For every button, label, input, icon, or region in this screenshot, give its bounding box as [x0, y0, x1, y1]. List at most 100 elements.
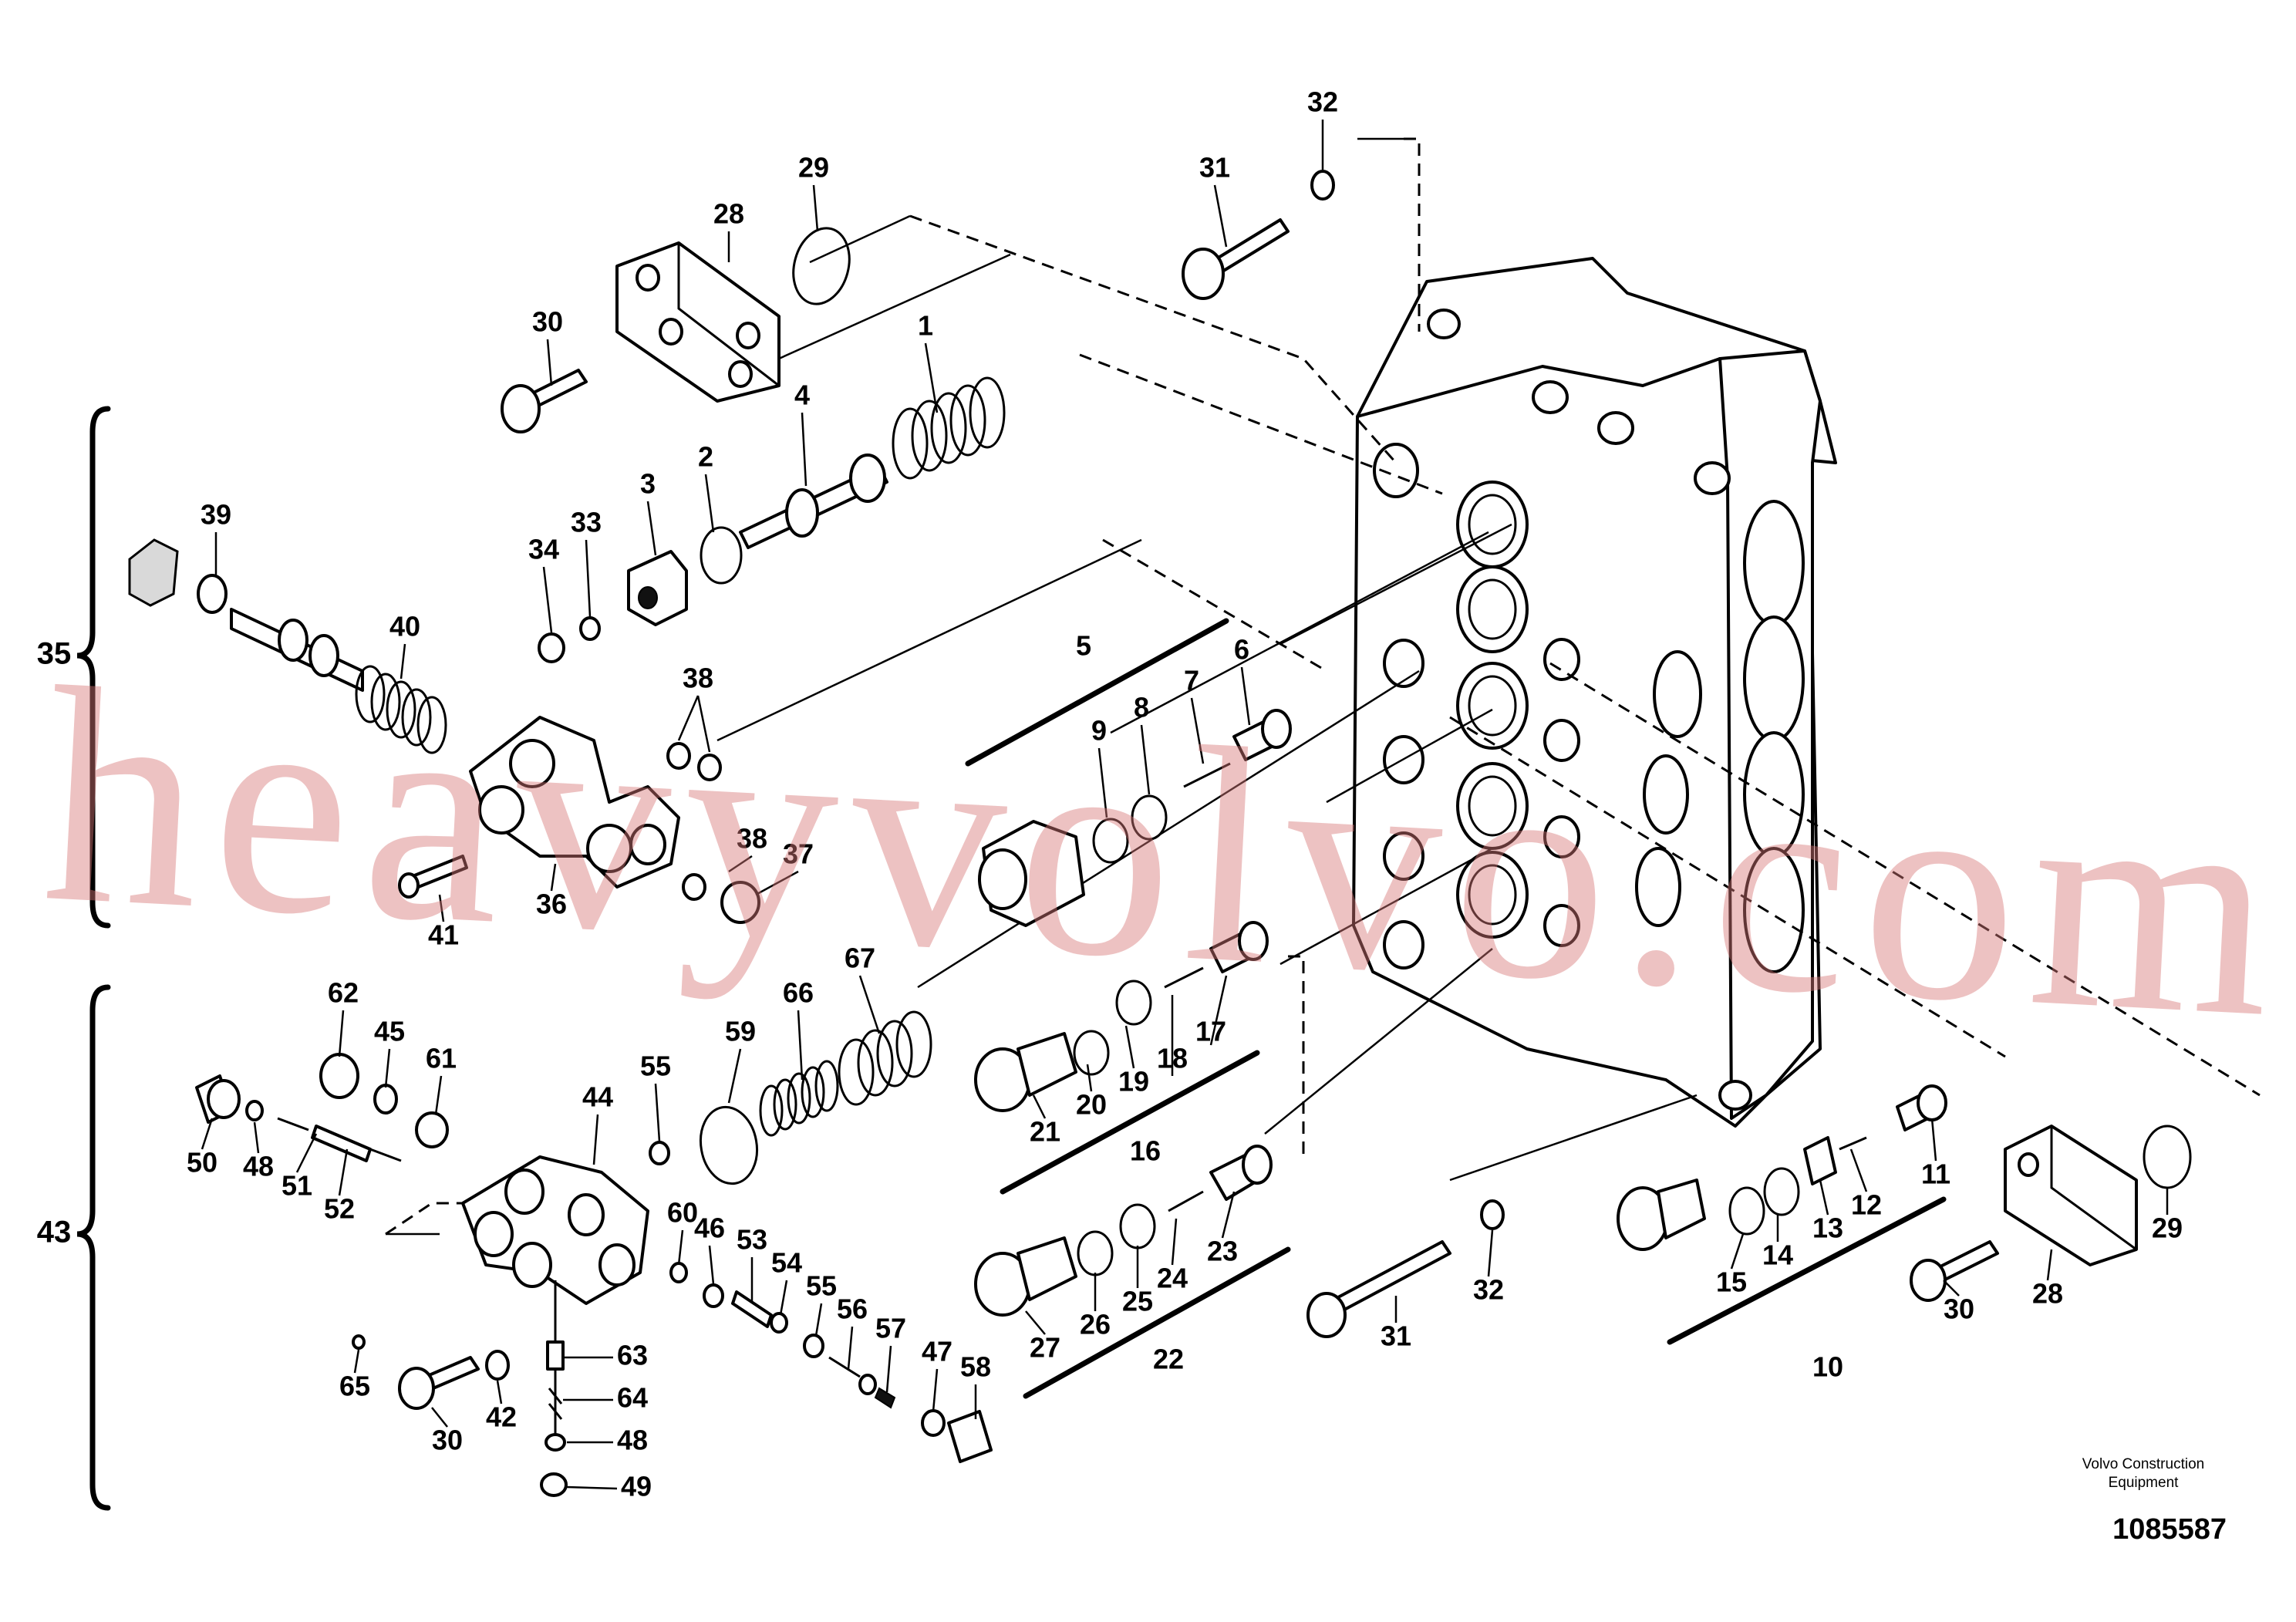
assembly-43 — [195, 1010, 993, 1497]
brace-35 — [76, 406, 111, 929]
upper-center-parts — [501, 227, 1006, 663]
callout-16: 16 — [1130, 1135, 1161, 1167]
bracket-16 — [1000, 1050, 1260, 1195]
callout-31-top: 31 — [1199, 152, 1230, 184]
callout-60: 60 — [667, 1197, 698, 1229]
bracket-5 — [965, 618, 1229, 767]
drawing-number: 1085587 — [2112, 1513, 2227, 1546]
assembly-lines — [385, 137, 2261, 1236]
callout-65: 65 — [339, 1371, 370, 1402]
callout-30-lower: 30 — [432, 1425, 463, 1456]
callout-49: 49 — [621, 1471, 652, 1502]
assembly-braces — [76, 406, 1947, 1511]
brand-caption: Volvo Construction Equipment — [2051, 1455, 2236, 1492]
callout-6: 6 — [1234, 634, 1249, 666]
callout-57: 57 — [875, 1313, 906, 1344]
callout-63: 63 — [617, 1340, 648, 1371]
callout-58: 58 — [960, 1351, 991, 1383]
callout-50: 50 — [187, 1147, 217, 1179]
callout-62: 62 — [328, 977, 359, 1009]
assembly-35 — [128, 538, 760, 924]
callout-24: 24 — [1157, 1263, 1188, 1294]
callout-32-lower: 32 — [1473, 1274, 1504, 1306]
relief-valve-5 — [978, 709, 1292, 927]
callout-11: 11 — [1921, 1158, 1950, 1190]
valve-housing — [1352, 257, 1837, 1128]
brand-line-2: Equipment — [2108, 1475, 2179, 1491]
callout-64: 64 — [617, 1382, 648, 1414]
callout-23: 23 — [1207, 1236, 1238, 1267]
callout-40: 40 — [389, 611, 420, 642]
callout-19: 19 — [1118, 1066, 1149, 1098]
callout-43: 43 — [37, 1216, 72, 1249]
callout-59: 59 — [725, 1016, 756, 1047]
callout-51: 51 — [282, 1170, 312, 1202]
callout-42: 42 — [486, 1401, 517, 1433]
callout-15: 15 — [1716, 1266, 1747, 1298]
callout-36: 36 — [536, 889, 567, 920]
callout-7: 7 — [1184, 665, 1199, 696]
callout-53: 53 — [737, 1224, 767, 1256]
callout-56: 56 — [837, 1293, 868, 1325]
callout-14: 14 — [1762, 1239, 1793, 1271]
top-bolt-parts — [1182, 170, 1335, 300]
callout-22: 22 — [1153, 1344, 1184, 1375]
callout-31-lower: 31 — [1381, 1320, 1411, 1352]
callout-25: 25 — [1122, 1286, 1153, 1317]
callout-52: 52 — [324, 1193, 355, 1225]
callout-27: 27 — [1030, 1332, 1060, 1364]
leader-lines — [201, 120, 2169, 1490]
callout-61: 61 — [426, 1043, 457, 1074]
callout-55-upper: 55 — [640, 1050, 671, 1082]
axis-lines — [386, 137, 1698, 1236]
callout-5: 5 — [1076, 630, 1091, 662]
callout-34: 34 — [528, 534, 559, 565]
callout-29-top: 29 — [798, 152, 829, 184]
callout-1: 1 — [918, 310, 933, 342]
callout-4: 4 — [794, 379, 810, 411]
callout-12: 12 — [1851, 1189, 1882, 1221]
relief-valve-16 — [974, 921, 1269, 1112]
callout-28-top: 28 — [713, 198, 744, 230]
lower-bolt-parts — [1306, 1199, 1505, 1338]
callout-37: 37 — [783, 838, 814, 870]
brand-line-1: Volvo Construction — [2082, 1456, 2205, 1472]
callout-21: 21 — [1030, 1116, 1060, 1148]
right-group-10 — [1617, 1084, 2192, 1302]
callout-2: 2 — [698, 441, 713, 473]
callout-67: 67 — [845, 943, 875, 974]
callout-48-stem: 48 — [617, 1425, 648, 1456]
callout-44: 44 — [582, 1081, 613, 1113]
relief-valve-22 — [974, 1145, 1273, 1317]
callout-48-left: 48 — [243, 1151, 274, 1182]
callout-38-lower: 38 — [737, 823, 767, 855]
callout-54: 54 — [771, 1247, 802, 1279]
callout-32-top: 32 — [1307, 86, 1338, 118]
bracket-10 — [1667, 1196, 1947, 1345]
callout-46: 46 — [694, 1212, 725, 1244]
bracket-22 — [1023, 1246, 1291, 1399]
callout-3: 3 — [640, 468, 656, 500]
callout-9: 9 — [1091, 715, 1107, 747]
callout-labels: 1 2 3 4 5 6 7 8 9 10 11 12 13 14 15 16 1… — [37, 86, 2183, 1502]
callout-30-right: 30 — [1944, 1293, 1974, 1325]
callout-66: 66 — [783, 977, 814, 1009]
callout-45: 45 — [374, 1016, 405, 1047]
callout-41: 41 — [428, 919, 459, 951]
callout-30-top: 30 — [532, 306, 563, 338]
callout-47: 47 — [922, 1336, 952, 1367]
callout-55-lower: 55 — [806, 1270, 837, 1302]
callout-38-top: 38 — [683, 663, 713, 694]
callout-20: 20 — [1076, 1089, 1107, 1121]
callout-26: 26 — [1080, 1309, 1111, 1340]
callout-39: 39 — [201, 499, 231, 531]
callout-13: 13 — [1812, 1212, 1843, 1244]
callout-33: 33 — [571, 507, 602, 538]
callout-35: 35 — [37, 637, 72, 671]
callout-29-right: 29 — [2152, 1212, 2183, 1244]
callout-28-right: 28 — [2032, 1278, 2063, 1310]
callout-8: 8 — [1134, 692, 1149, 723]
brace-43 — [76, 984, 111, 1511]
callout-10: 10 — [1812, 1351, 1843, 1383]
